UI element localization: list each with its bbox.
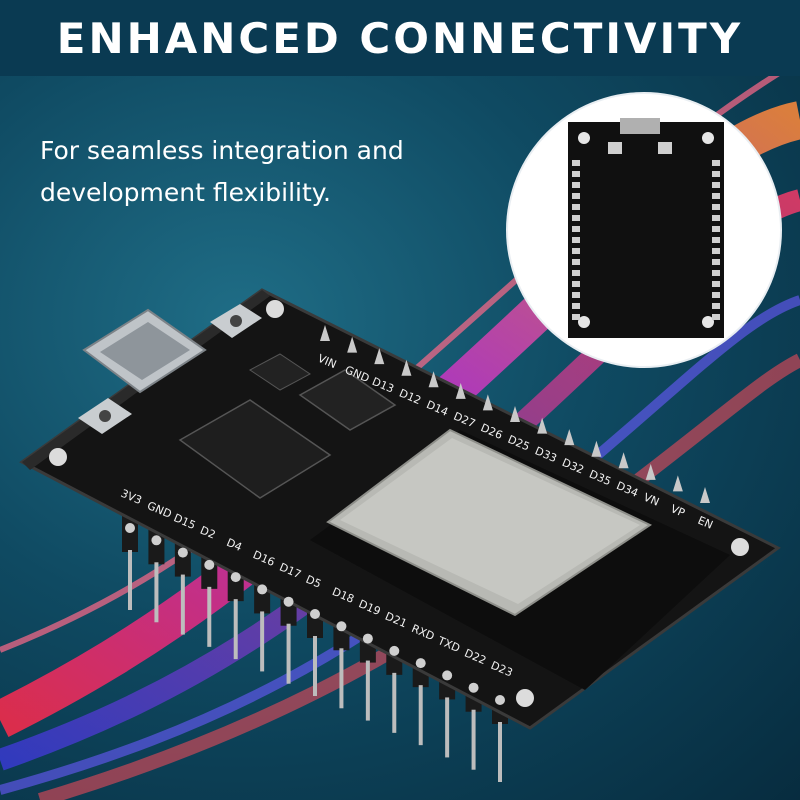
inset-pin xyxy=(712,160,720,166)
inset-pin xyxy=(712,204,720,210)
inset-pin xyxy=(712,281,720,287)
inset-pin xyxy=(572,303,580,309)
header-pin xyxy=(455,382,466,399)
solder-pad xyxy=(468,682,479,693)
inset-pin xyxy=(712,193,720,199)
inset-pin xyxy=(572,193,580,199)
solder-pad xyxy=(389,645,400,656)
inset-pin xyxy=(572,182,580,188)
header-pin xyxy=(700,487,710,503)
inset-pins-left xyxy=(572,160,580,320)
header-pin xyxy=(428,371,439,388)
reset-button xyxy=(78,398,132,434)
inset-pin xyxy=(572,248,580,254)
inset-pin xyxy=(712,237,720,243)
solder-pad xyxy=(230,572,241,583)
header-pin xyxy=(320,325,330,341)
inset-pin xyxy=(572,237,580,243)
usb-uart-chip xyxy=(178,399,332,499)
solder-pad xyxy=(257,584,268,595)
header-pin xyxy=(645,463,656,480)
esp32-wroom-module xyxy=(310,428,730,690)
solder-pad xyxy=(415,658,426,669)
inset-pins-right xyxy=(712,160,720,320)
header-pin xyxy=(418,685,423,746)
pin-label: VN xyxy=(642,491,662,509)
inset-pin xyxy=(712,215,720,221)
header-pin xyxy=(591,440,602,457)
header-pin xyxy=(154,562,159,623)
header-pin xyxy=(537,417,548,434)
header-pin xyxy=(207,586,212,647)
solder-pad xyxy=(336,621,347,632)
header-pins-top xyxy=(320,325,710,503)
solder-pad xyxy=(125,523,135,533)
usb-c-port xyxy=(82,308,207,394)
header-pin xyxy=(180,574,185,635)
solder-pad xyxy=(283,596,294,607)
inset-pin xyxy=(712,270,720,276)
solder-pad xyxy=(204,559,215,570)
header-pin xyxy=(392,672,397,733)
header-pin xyxy=(498,722,502,782)
header-pin xyxy=(286,623,291,684)
header-pin xyxy=(313,636,317,696)
boot-button xyxy=(210,304,262,338)
header-pin xyxy=(471,709,476,770)
inset-pin xyxy=(572,314,580,320)
header-pin xyxy=(618,452,629,469)
header-pin xyxy=(365,660,370,721)
pin-label: D2 xyxy=(198,524,217,542)
inset-pin xyxy=(712,303,720,309)
solder-pad xyxy=(151,535,162,546)
header-pin xyxy=(347,336,358,353)
board-back-inset xyxy=(508,94,780,366)
page-title: ENHANCED CONNECTIVITY xyxy=(56,13,744,63)
board-back-view xyxy=(568,118,724,338)
header-pin xyxy=(374,348,385,365)
pin-label: EN xyxy=(696,514,715,532)
inset-pin xyxy=(572,226,580,232)
inset-pin xyxy=(712,226,720,232)
pin-label: VP xyxy=(669,502,687,520)
inset-pin xyxy=(572,171,580,177)
inset-pin xyxy=(572,259,580,265)
header-pin xyxy=(672,475,683,492)
solder-pad xyxy=(177,547,188,558)
inset-pin xyxy=(572,292,580,298)
inset-pin xyxy=(572,204,580,210)
inset-pin xyxy=(712,259,720,265)
inset-pin xyxy=(572,281,580,287)
inset-pin xyxy=(572,160,580,166)
pin-label: D4 xyxy=(225,536,244,554)
inset-pin xyxy=(572,215,580,221)
solder-pad xyxy=(495,695,505,705)
title-bar: ENHANCED CONNECTIVITY xyxy=(0,0,800,76)
inset-pin xyxy=(712,171,720,177)
header-pin xyxy=(260,611,265,672)
pin-label: D5 xyxy=(304,573,323,591)
solder-pad xyxy=(362,633,373,644)
header-pin xyxy=(401,359,412,376)
inset-pin xyxy=(712,314,720,320)
header-pin xyxy=(510,406,520,422)
inset-pin xyxy=(572,270,580,276)
inset-pin xyxy=(712,182,720,188)
header-pin xyxy=(128,550,132,610)
solder-pad xyxy=(310,609,320,619)
header-pin xyxy=(339,648,344,709)
inset-pin xyxy=(712,248,720,254)
voltage-regulator xyxy=(298,369,397,431)
header-pin xyxy=(233,599,238,660)
header-pin xyxy=(482,394,493,411)
inset-pin xyxy=(712,292,720,298)
subtitle-text: For seamless integration and development… xyxy=(40,136,404,207)
header-pin xyxy=(445,697,450,758)
solder-pad xyxy=(442,670,453,681)
header-pin xyxy=(564,429,575,446)
